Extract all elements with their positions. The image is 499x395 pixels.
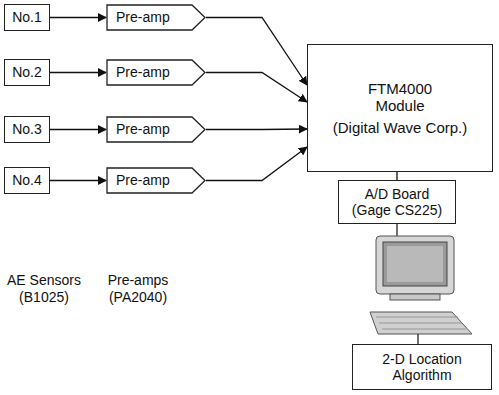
process-box: No.4 — [4, 167, 50, 194]
node-title: Pre-amp — [116, 121, 170, 137]
amplifier-box: Pre-amp — [106, 167, 206, 194]
process-box: FTM4000 Module (Digital Wave Corp.) — [307, 44, 493, 172]
signal-arrow — [50, 180, 106, 181]
amplifier-box: Pre-amp — [106, 116, 206, 143]
computer-keyboard — [370, 312, 472, 334]
process-box: No.2 — [4, 59, 50, 86]
process-box: 2-D Location Algorithm — [352, 344, 492, 390]
node-title: No.1 — [12, 9, 42, 25]
node-title: A/D Board (Gage CS225) — [345, 186, 449, 218]
signal-arrow — [206, 18, 307, 86]
process-box: A/D Board (Gage CS225) — [338, 180, 456, 224]
signal-arrow — [50, 72, 106, 73]
link-line — [417, 334, 418, 344]
node-title: FTM4000 Module — [358, 80, 443, 115]
process-box: No.1 — [4, 4, 50, 31]
node-subtitle: (Digital Wave Corp.) — [333, 119, 467, 136]
signal-arrow — [396, 172, 397, 180]
node-title: No.4 — [12, 172, 42, 188]
node-title: No.2 — [12, 64, 42, 80]
signal-arrow — [206, 147, 307, 181]
node-title: Pre-amp — [116, 172, 170, 188]
node-title: No.3 — [12, 121, 42, 137]
amplifier-box: Pre-amp — [106, 4, 206, 31]
node-title: 2-D Location Algorithm — [367, 351, 477, 383]
caption-label: AE Sensors (B1025) — [2, 272, 86, 306]
node-title: Pre-amp — [116, 64, 170, 80]
computer-monitor — [376, 236, 454, 300]
cable-line — [396, 224, 397, 236]
signal-arrow — [206, 128, 307, 130]
amplifier-box: Pre-amp — [106, 59, 206, 86]
process-box: No.3 — [4, 116, 50, 143]
caption-label: Pre-amps (PA2040) — [96, 272, 180, 306]
signal-arrow — [50, 17, 106, 18]
node-title: Pre-amp — [116, 9, 170, 25]
signal-arrow — [206, 73, 307, 103]
signal-arrow — [50, 129, 106, 130]
